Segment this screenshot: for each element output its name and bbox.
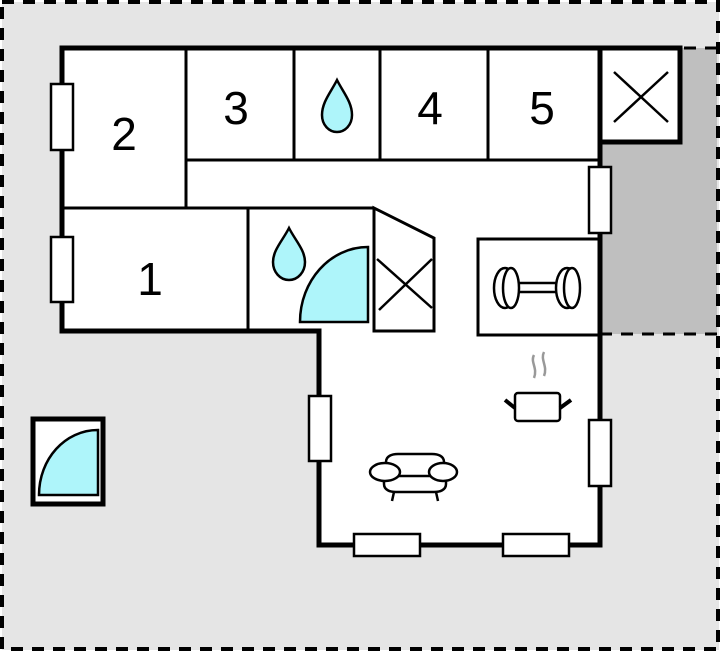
storage-x-icon [597, 45, 683, 145]
dumbbell-icon [492, 266, 582, 310]
window [49, 235, 75, 304]
cooking-pot-icon [503, 351, 573, 423]
room-label-4: 4 [417, 82, 443, 134]
windows [49, 82, 613, 558]
window [49, 82, 75, 152]
window [587, 165, 613, 235]
sofa-icon [368, 452, 459, 502]
water-drop-icon [320, 77, 354, 134]
room-label-3: 3 [223, 82, 249, 134]
room-label-2: 2 [111, 108, 137, 160]
room-label-1: 1 [137, 253, 163, 305]
window [587, 418, 613, 488]
outdoor-shower-icon [30, 416, 106, 507]
window [501, 532, 571, 558]
window [307, 394, 333, 463]
room-label-5: 5 [529, 82, 555, 134]
water-drop-icon [271, 225, 307, 282]
shower-icon [298, 245, 370, 324]
storage-x-icon [376, 258, 433, 311]
window [352, 532, 422, 558]
